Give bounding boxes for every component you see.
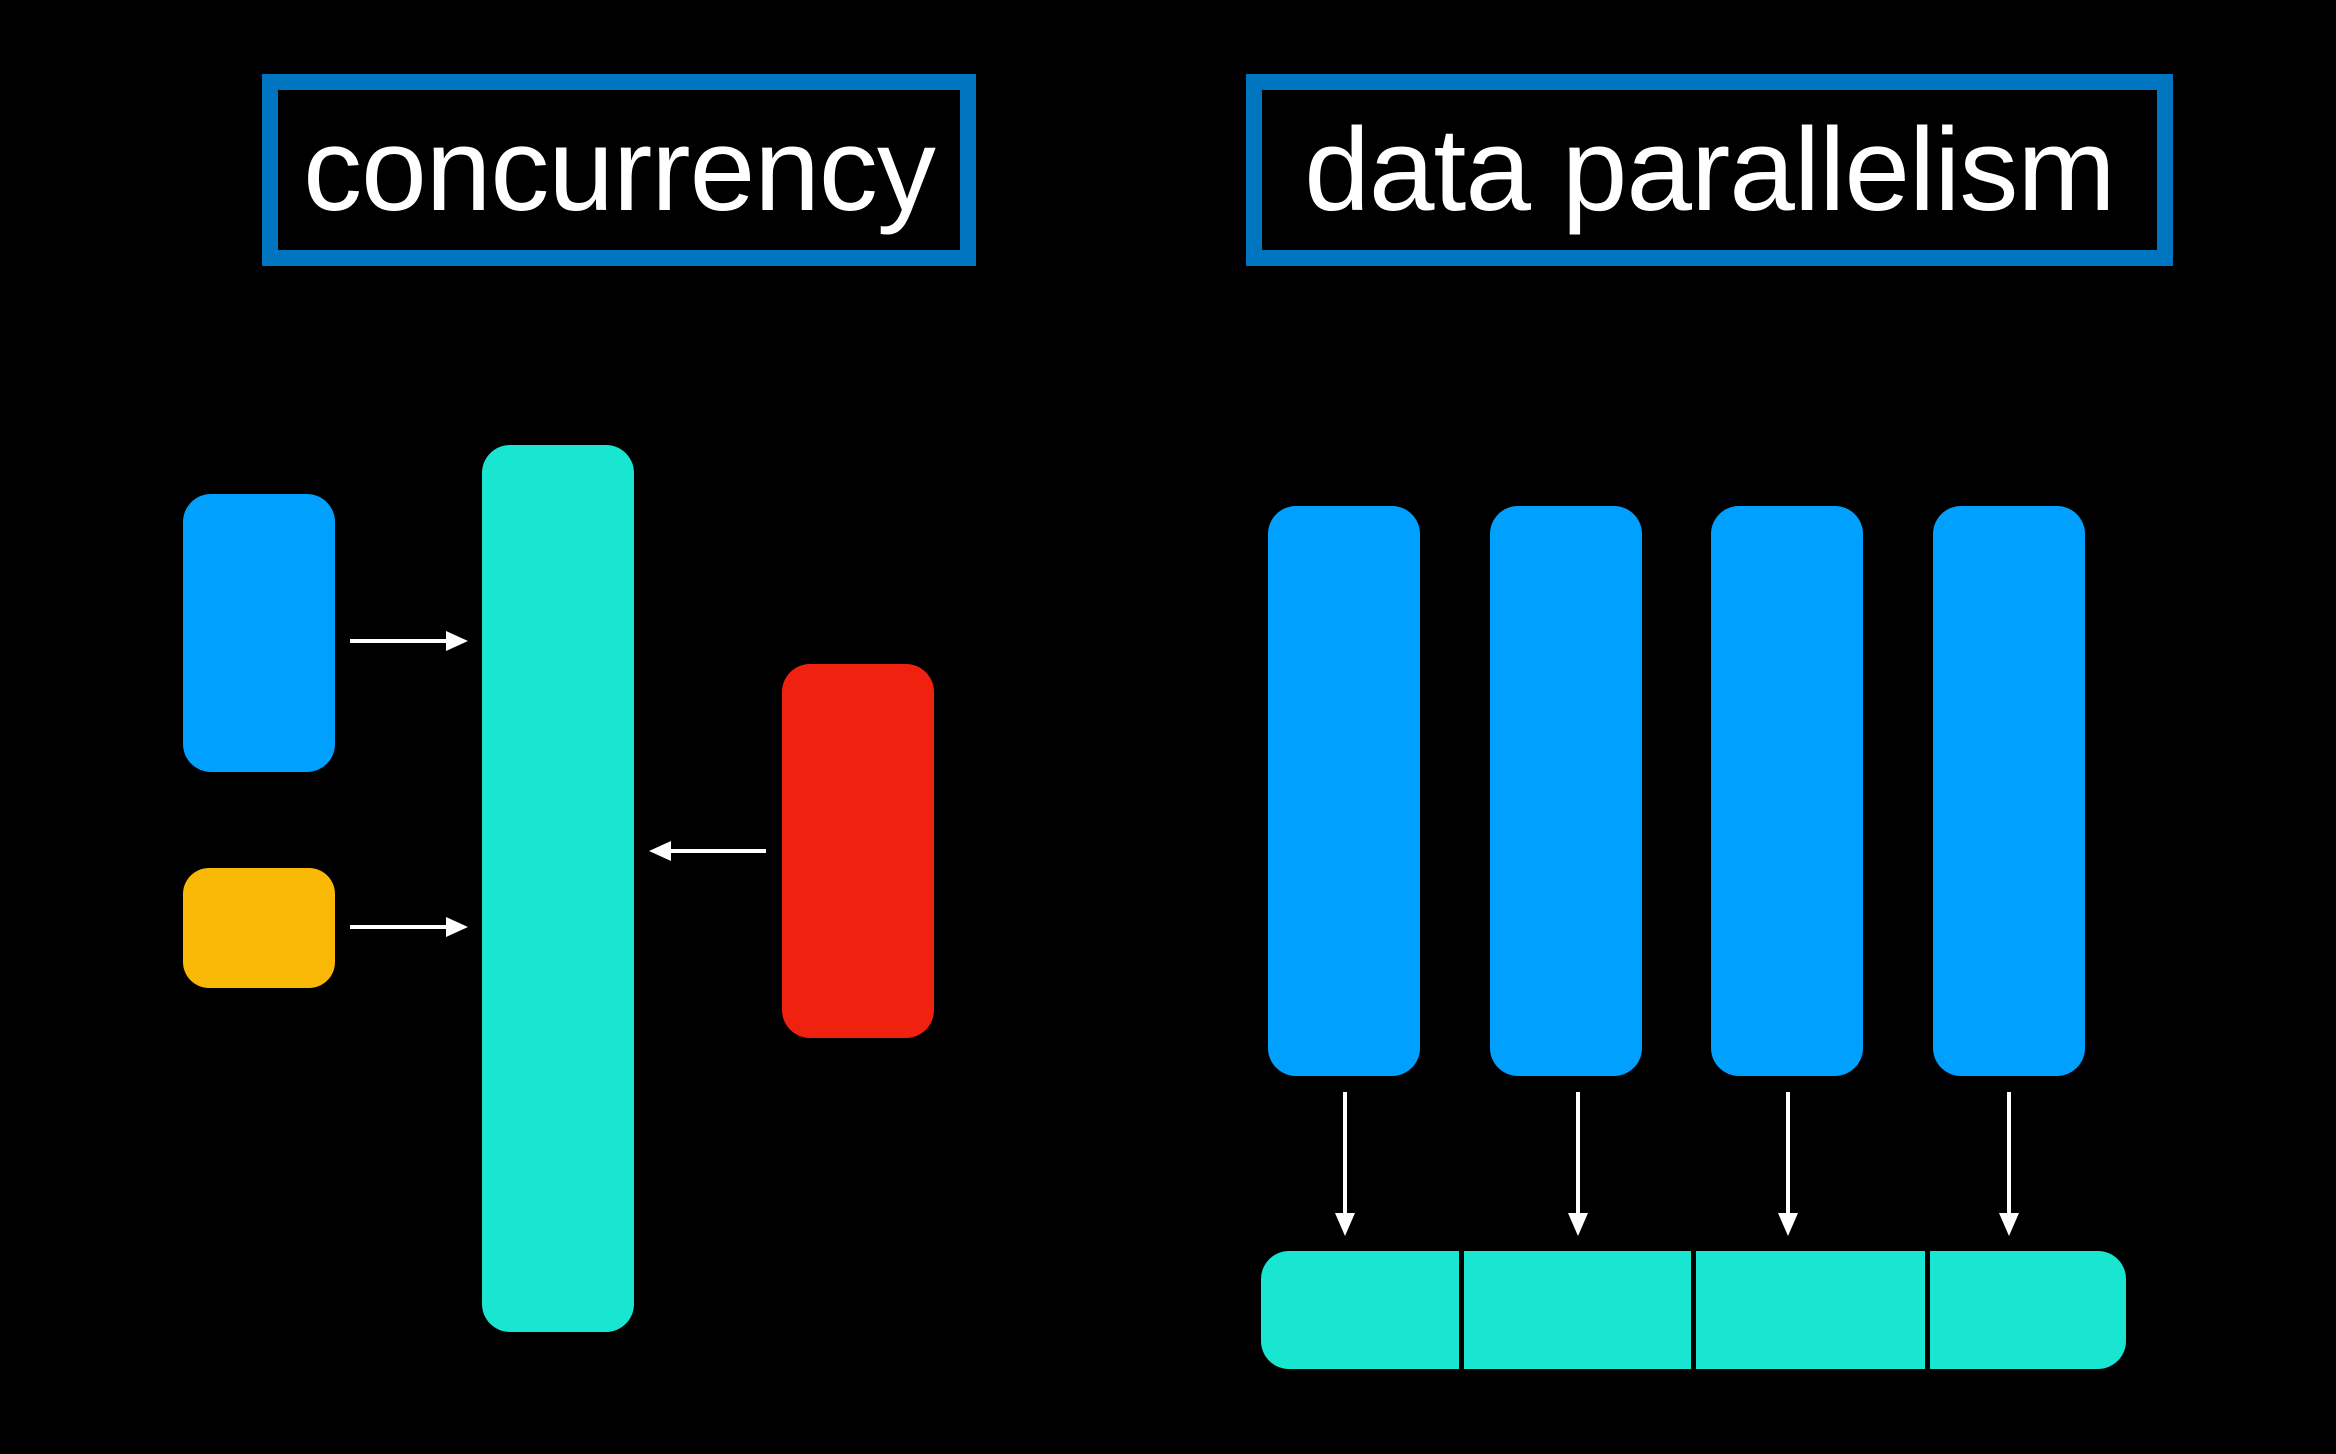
concurrency-task-blue [183,494,335,772]
result-segment-divider-3 [1925,1251,1930,1369]
arrow-red-to-shared [649,841,766,861]
arrow-worker-4-down [1999,1092,2019,1236]
arrow-worker-2-down [1568,1092,1588,1236]
parallel-worker-3 [1711,506,1863,1076]
concurrency-task-red [782,664,934,1038]
concurrency-shared-resource [482,445,634,1332]
concurrency-title-frame: concurrency [262,74,976,266]
result-segment-divider-2 [1691,1251,1696,1369]
data-parallelism-title-frame: data parallelism [1246,74,2173,266]
concurrency-title: concurrency [303,104,936,236]
data-parallelism-title: data parallelism [1304,104,2115,236]
parallel-worker-2 [1490,506,1642,1076]
result-segment-divider-1 [1459,1251,1464,1369]
arrow-worker-1-down [1335,1092,1355,1236]
arrow-worker-3-down [1778,1092,1798,1236]
concurrency-task-yellow [183,868,335,988]
arrow-yellow-to-shared [350,917,468,937]
arrow-blue-to-shared [350,631,468,651]
parallel-worker-1 [1268,506,1420,1076]
parallel-worker-4 [1933,506,2085,1076]
